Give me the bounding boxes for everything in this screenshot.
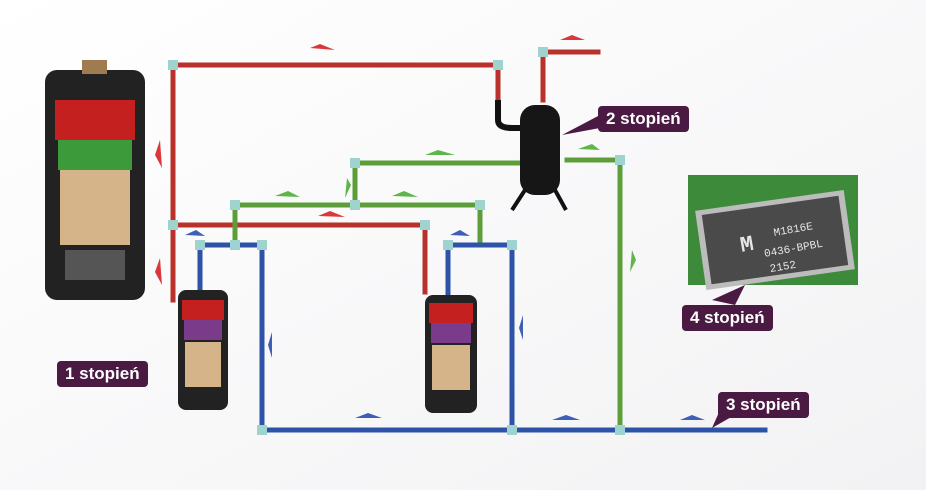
stage-1-label: 1 stopień	[57, 361, 148, 387]
flow-arrows	[155, 35, 705, 420]
stage-4-label: 4 stopień	[682, 305, 773, 331]
microcontroller-chip-photo: M M1816E 0436-BPBL 2152	[688, 175, 858, 291]
pipe-fittings	[168, 47, 625, 435]
stage-2-label: 2 stopień	[598, 106, 689, 132]
small-compressor-left-image	[178, 290, 228, 410]
accumulator-tank-image	[495, 100, 568, 212]
stage-3-label: 3 stopień	[718, 392, 809, 418]
small-compressor-right-image	[425, 295, 477, 413]
svg-text:M: M	[738, 232, 755, 259]
large-compressor-image	[45, 60, 145, 300]
svg-text:2152: 2152	[769, 260, 797, 276]
